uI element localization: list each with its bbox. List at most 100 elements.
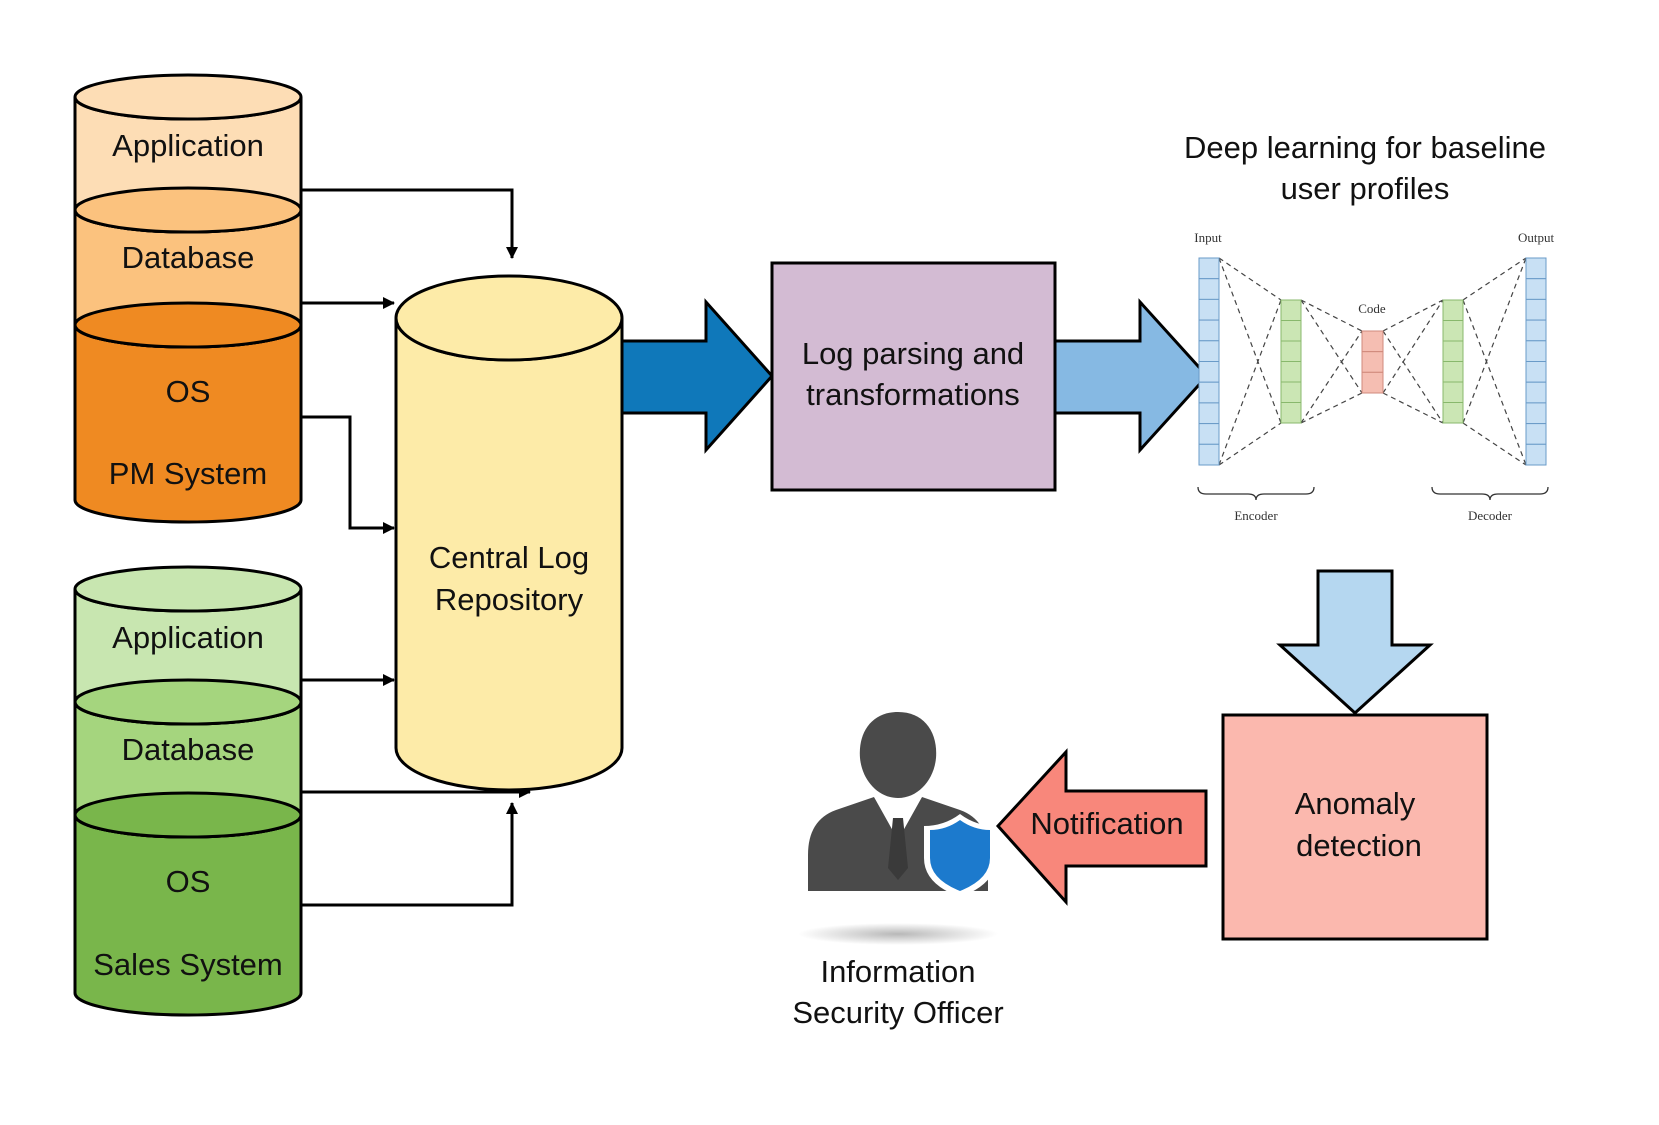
officer-tie	[888, 818, 908, 880]
autoencoder-connection	[1300, 330, 1363, 424]
autoencoder-code-label: Code	[1358, 301, 1386, 316]
shield-icon	[930, 820, 990, 891]
autoencoder-output-cell	[1525, 298, 1547, 321]
sales-system-label: Sales System	[93, 947, 283, 982]
pm-application-top	[73, 73, 303, 121]
connector-pm-application	[302, 188, 518, 259]
autoencoder-input-cell	[1198, 381, 1220, 404]
officer-shadow	[798, 923, 998, 945]
autoencoder-connection	[1218, 257, 1282, 301]
autoencoder-output-cell	[1525, 402, 1547, 425]
autoencoder-decoder-hidden-cell	[1442, 381, 1464, 403]
sales-database-label: Database	[122, 732, 255, 767]
sales-os-layer	[73, 814, 303, 1017]
autoencoder-input-cell	[1198, 443, 1220, 466]
notification-arrow: Notification	[995, 748, 1208, 906]
autoencoder-connection	[1300, 392, 1363, 424]
autoencoder-connection	[1462, 422, 1527, 466]
autoencoder-code-cell	[1361, 330, 1384, 353]
autoencoder-layers	[1198, 257, 1547, 466]
autoencoder-encoder-label: Encoder	[1234, 508, 1278, 523]
log-parsing-line1: Log parsing and	[802, 336, 1024, 371]
decoder-brace	[1431, 486, 1549, 501]
pm-os-label: OS	[166, 374, 211, 409]
autoencoder-output-cell	[1525, 381, 1547, 404]
pm-application-label: Application	[112, 128, 264, 163]
connector-sales-os	[302, 802, 518, 907]
deep-learning-to-anomaly-arrow	[1276, 569, 1434, 716]
sales-system-cylinder: Application Database OS Sales System	[73, 565, 303, 1017]
autoencoder-decoder-hidden-cell	[1442, 299, 1464, 321]
autoencoder-connection	[1218, 299, 1282, 466]
autoencoder-decoder-hidden-cell	[1442, 361, 1464, 383]
autoencoder-decoder-hidden-cell	[1442, 340, 1464, 362]
central-log-repository: Central Log Repository	[394, 274, 624, 792]
autoencoder-input-cell	[1198, 298, 1220, 321]
autoencoder-connection	[1382, 330, 1444, 424]
repository-label-line2: Repository	[435, 582, 584, 617]
parsing-to-deep-learning-arrow	[1053, 298, 1210, 454]
autoencoder-output-label: Output	[1518, 230, 1555, 245]
autoencoder-input-label: Input	[1194, 230, 1222, 245]
anomaly-detection-box: Anomaly detection	[1221, 713, 1489, 941]
deep-learning-title-line2: user profiles	[1281, 171, 1450, 206]
sales-application-top	[73, 565, 303, 613]
autoencoder-input-cell	[1198, 340, 1220, 362]
autoencoder-code-cell	[1361, 371, 1384, 394]
autoencoder-output-cell	[1525, 361, 1547, 383]
pm-os-top	[73, 301, 303, 349]
autoencoder-connection	[1218, 257, 1282, 424]
notification-arrow-shape	[995, 748, 1208, 906]
pm-os-layer	[73, 324, 303, 524]
autoencoder-encoder-hidden-cell	[1280, 299, 1302, 321]
pm-system-label: PM System	[109, 456, 267, 491]
anomaly-detection-line2: detection	[1296, 828, 1422, 863]
encoder-brace	[1197, 486, 1315, 501]
anomaly-detection-line1: Anomaly	[1295, 786, 1416, 821]
autoencoder-connection	[1382, 392, 1444, 424]
autoencoder-output-cell	[1525, 319, 1547, 342]
repository-top	[394, 274, 624, 362]
officer-label-line1: Information	[820, 954, 975, 989]
autoencoder-decoder-hidden-cell	[1442, 320, 1464, 342]
officer-head	[859, 712, 937, 798]
source-connectors	[302, 188, 531, 907]
security-officer-icon: Information Security Officer	[792, 712, 1004, 1030]
sales-database-top	[73, 678, 303, 726]
pm-database-top	[73, 186, 303, 234]
autoencoder-connection	[1218, 422, 1282, 466]
autoencoder-connections	[1218, 257, 1527, 466]
sales-application-label: Application	[112, 620, 264, 655]
autoencoder-encoder-hidden-cell	[1280, 340, 1302, 362]
anomaly-detection-rect	[1221, 713, 1489, 941]
autoencoder-output-cell	[1525, 443, 1547, 466]
autoencoder-decoder-hidden-cell	[1442, 402, 1464, 424]
autoencoder-encoder-hidden-cell	[1280, 402, 1302, 424]
officer-collar	[874, 794, 922, 840]
autoencoder-decoder-label: Decoder	[1468, 508, 1513, 523]
autoencoder-connection	[1462, 257, 1527, 301]
autoencoder-connection	[1300, 299, 1363, 332]
autoencoder-connection	[1382, 299, 1444, 394]
autoencoder-input-cell	[1198, 361, 1220, 383]
autoencoder-input-cell	[1198, 402, 1220, 425]
autoencoder-input-cell	[1198, 257, 1220, 280]
autoencoder-output-cell	[1525, 340, 1547, 362]
autoencoder-connection	[1462, 299, 1527, 466]
autoencoder-network: Input Output Code Encoder Decoder	[1194, 230, 1554, 523]
autoencoder-input-cell	[1198, 278, 1220, 300]
autoencoder-code-cell	[1361, 351, 1384, 373]
sales-os-top	[73, 791, 303, 839]
autoencoder-input-cell	[1198, 319, 1220, 342]
autoencoder-connection	[1382, 299, 1444, 332]
log-parsing-line2: transformations	[806, 377, 1020, 412]
autoencoder-connection	[1300, 299, 1363, 394]
pm-system-cylinder: Application Database OS PM System	[73, 73, 303, 524]
autoencoder-encoder-hidden-cell	[1280, 320, 1302, 342]
autoencoder-output-cell	[1525, 278, 1547, 300]
officer-label-line2: Security Officer	[792, 995, 1003, 1030]
autoencoder-output-cell	[1525, 423, 1547, 445]
autoencoder-encoder-hidden-cell	[1280, 361, 1302, 383]
